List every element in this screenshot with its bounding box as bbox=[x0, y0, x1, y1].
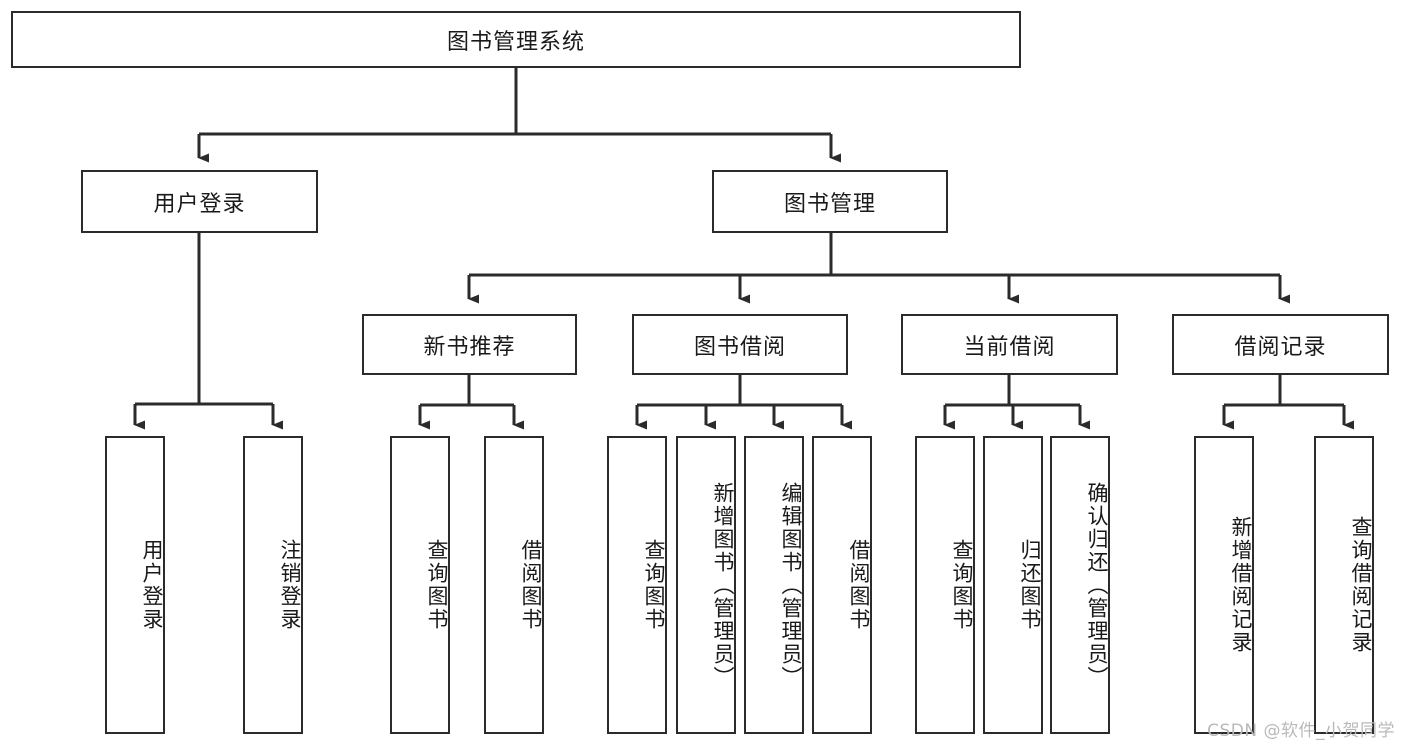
node-book-management[interactable]: 图书管理 bbox=[712, 170, 948, 233]
node-label: 用户登录 bbox=[153, 191, 246, 217]
leaf-new-book-query[interactable]: 查询图书 bbox=[390, 436, 450, 734]
node-book-borrow[interactable]: 图书借阅 bbox=[632, 314, 848, 375]
node-borrow-record[interactable]: 借阅记录 bbox=[1172, 314, 1389, 375]
node-label: 注销登录 bbox=[278, 539, 302, 631]
leaf-book-borrow-edit[interactable]: 编辑图书（管理员） bbox=[744, 436, 804, 734]
leaf-book-borrow-add[interactable]: 新增图书（管理员） bbox=[676, 436, 736, 734]
leaf-user-login-login[interactable]: 用户登录 bbox=[105, 436, 165, 734]
leaf-current-borrow-confirm-return[interactable]: 确认归还（管理员） bbox=[1050, 436, 1110, 734]
node-new-book-recommend[interactable]: 新书推荐 bbox=[362, 314, 577, 375]
node-label: 归还图书 bbox=[1018, 539, 1042, 631]
node-label: 确认归还（管理员） bbox=[1085, 481, 1109, 689]
node-label: 图书管理系统 bbox=[446, 29, 585, 55]
node-label: 用户登录 bbox=[140, 539, 164, 631]
node-label: 查询图书 bbox=[642, 539, 666, 631]
node-label: 新书推荐 bbox=[423, 334, 516, 360]
leaf-current-borrow-query[interactable]: 查询图书 bbox=[915, 436, 975, 734]
node-label: 查询借阅记录 bbox=[1349, 516, 1373, 654]
node-label: 借阅记录 bbox=[1234, 334, 1327, 360]
leaf-borrow-record-add[interactable]: 新增借阅记录 bbox=[1194, 436, 1254, 734]
leaf-current-borrow-return[interactable]: 归还图书 bbox=[983, 436, 1043, 734]
node-label: 新增图书（管理员） bbox=[711, 481, 735, 689]
leaf-user-login-logout[interactable]: 注销登录 bbox=[243, 436, 303, 734]
watermark-text: CSDN @软件_小贺同学 bbox=[1207, 721, 1395, 741]
leaf-new-book-borrow[interactable]: 借阅图书 bbox=[484, 436, 544, 734]
node-label: 借阅图书 bbox=[519, 539, 543, 631]
node-root-system[interactable]: 图书管理系统 bbox=[11, 11, 1021, 68]
node-user-login[interactable]: 用户登录 bbox=[81, 170, 318, 233]
leaf-book-borrow-borrow[interactable]: 借阅图书 bbox=[812, 436, 872, 734]
node-label: 新增借阅记录 bbox=[1229, 516, 1253, 654]
node-label: 图书借阅 bbox=[693, 334, 786, 360]
node-current-borrow[interactable]: 当前借阅 bbox=[901, 314, 1118, 375]
node-label: 图书管理 bbox=[783, 191, 876, 217]
node-label: 查询图书 bbox=[950, 539, 974, 631]
node-label: 借阅图书 bbox=[847, 539, 871, 631]
leaf-borrow-record-query[interactable]: 查询借阅记录 bbox=[1314, 436, 1374, 734]
node-label: 编辑图书（管理员） bbox=[779, 481, 803, 689]
node-label: 查询图书 bbox=[425, 539, 449, 631]
node-label: 当前借阅 bbox=[963, 334, 1056, 360]
leaf-book-borrow-query[interactable]: 查询图书 bbox=[607, 436, 667, 734]
